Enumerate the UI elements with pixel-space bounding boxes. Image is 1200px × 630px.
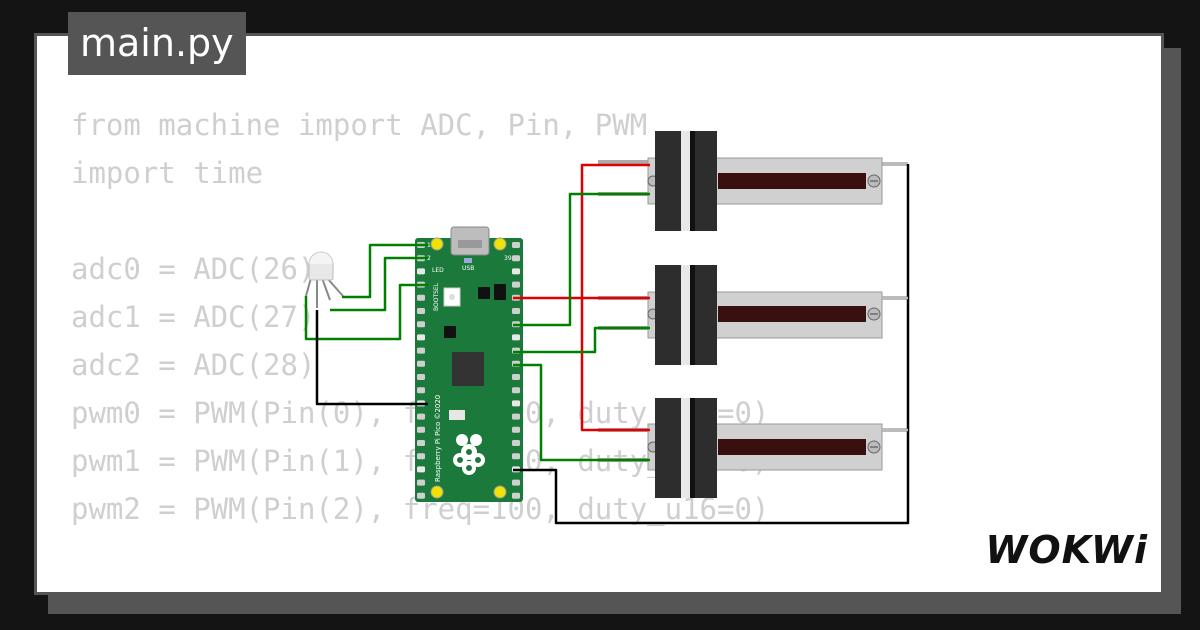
slide-potentiometer-2[interactable] xyxy=(598,265,908,365)
pico-pin-left-17[interactable] xyxy=(417,453,425,460)
pico-pin-right-2[interactable] xyxy=(512,255,520,262)
pico-pin-right-20[interactable] xyxy=(512,492,520,499)
raspberry-pi-pico-board[interactable]: 1 2 39 LED USB BOOTSEL Raspberry Pi Pico… xyxy=(415,226,523,502)
code-line-6: adc2 = ADC(28) xyxy=(71,348,316,382)
file-tab[interactable]: main.py xyxy=(68,12,246,75)
wire-green-led-1 xyxy=(342,243,428,299)
pico-pin-right-4[interactable] xyxy=(512,281,520,288)
wire-green-adc-3 xyxy=(513,363,650,462)
pico-pin-left-5[interactable] xyxy=(417,294,425,301)
code-block: from machine import ADC, Pin, PWM import … xyxy=(71,101,769,592)
pico-pin-left-14[interactable] xyxy=(417,413,425,420)
pico-pin-right-6[interactable] xyxy=(512,308,520,314)
pico-pin-left-10[interactable] xyxy=(417,360,425,367)
pico-pin-left-8[interactable] xyxy=(417,334,425,341)
pico-pin-right-1[interactable] xyxy=(512,242,520,248)
code-card: from machine import ADC, Pin, PWM import … xyxy=(34,33,1164,595)
pin-label-1: 1 xyxy=(427,242,431,249)
wire-red-vcc-3 xyxy=(580,298,650,432)
pin-label-39: 39 xyxy=(504,255,512,262)
pico-pin-right-14[interactable] xyxy=(512,413,520,420)
wire-green-led-2 xyxy=(330,256,428,312)
pico-pin-left-9[interactable] xyxy=(417,347,425,354)
pico-pin-right-11[interactable] xyxy=(512,374,520,380)
wire-green-adc-1 xyxy=(513,192,650,327)
pin-label-2: 2 xyxy=(427,255,431,262)
pico-pin-left-3[interactable] xyxy=(417,268,425,275)
pico-pin-right-3[interactable] xyxy=(512,268,520,275)
bootsel-label: BOOTSEL xyxy=(433,282,440,311)
code-line-5: adc1 = ADC(27) xyxy=(71,300,316,334)
pico-pin-left-20[interactable] xyxy=(417,492,425,499)
pico-pin-left-19[interactable] xyxy=(417,479,425,486)
pico-pin-right-8[interactable] xyxy=(512,334,520,341)
pico-pin-right-19[interactable] xyxy=(512,479,520,486)
board-silkscreen: Raspberry Pi Pico ©2020 xyxy=(434,395,442,482)
rgb-led-icon[interactable] xyxy=(305,251,344,308)
pico-pin-left-18[interactable] xyxy=(417,466,425,473)
pico-pin-left-7[interactable] xyxy=(417,321,425,328)
usb-label: USB xyxy=(462,265,474,272)
pico-pin-left-11[interactable] xyxy=(417,374,425,380)
led-label: LED xyxy=(432,267,444,274)
wire-black-gnd xyxy=(513,164,910,525)
pico-pin-left-12[interactable] xyxy=(417,387,425,394)
code-line-2: import time xyxy=(71,156,264,190)
pico-pin-right-12[interactable] xyxy=(512,387,520,394)
pico-pin-left-16[interactable] xyxy=(417,440,425,446)
slide-potentiometer-3[interactable] xyxy=(598,398,908,498)
wire-black-led-gnd xyxy=(315,310,428,406)
pico-pin-right-15[interactable] xyxy=(512,426,520,433)
code-line-4: adc0 = ADC(26) xyxy=(71,252,316,286)
wokwi-logo: WOKWi xyxy=(985,528,1148,572)
slide-potentiometer-1[interactable] xyxy=(598,131,908,231)
pico-pin-left-6[interactable] xyxy=(417,308,425,314)
wire-green-adc-2 xyxy=(513,326,650,354)
raspberry-pi-logo-icon xyxy=(453,434,485,475)
wire-green-led-3 xyxy=(304,283,428,341)
pico-pin-right-17[interactable] xyxy=(512,453,520,460)
wire-red-vcc-1 xyxy=(580,163,650,298)
wires xyxy=(304,163,910,525)
code-line-1: from machine import ADC, Pin, PWM xyxy=(71,108,648,142)
pico-pin-right-13[interactable] xyxy=(512,400,520,407)
pico-pin-left-15[interactable] xyxy=(417,426,425,433)
code-line-11: while 1: xyxy=(71,581,769,592)
pico-pin-right-16[interactable] xyxy=(512,440,520,446)
